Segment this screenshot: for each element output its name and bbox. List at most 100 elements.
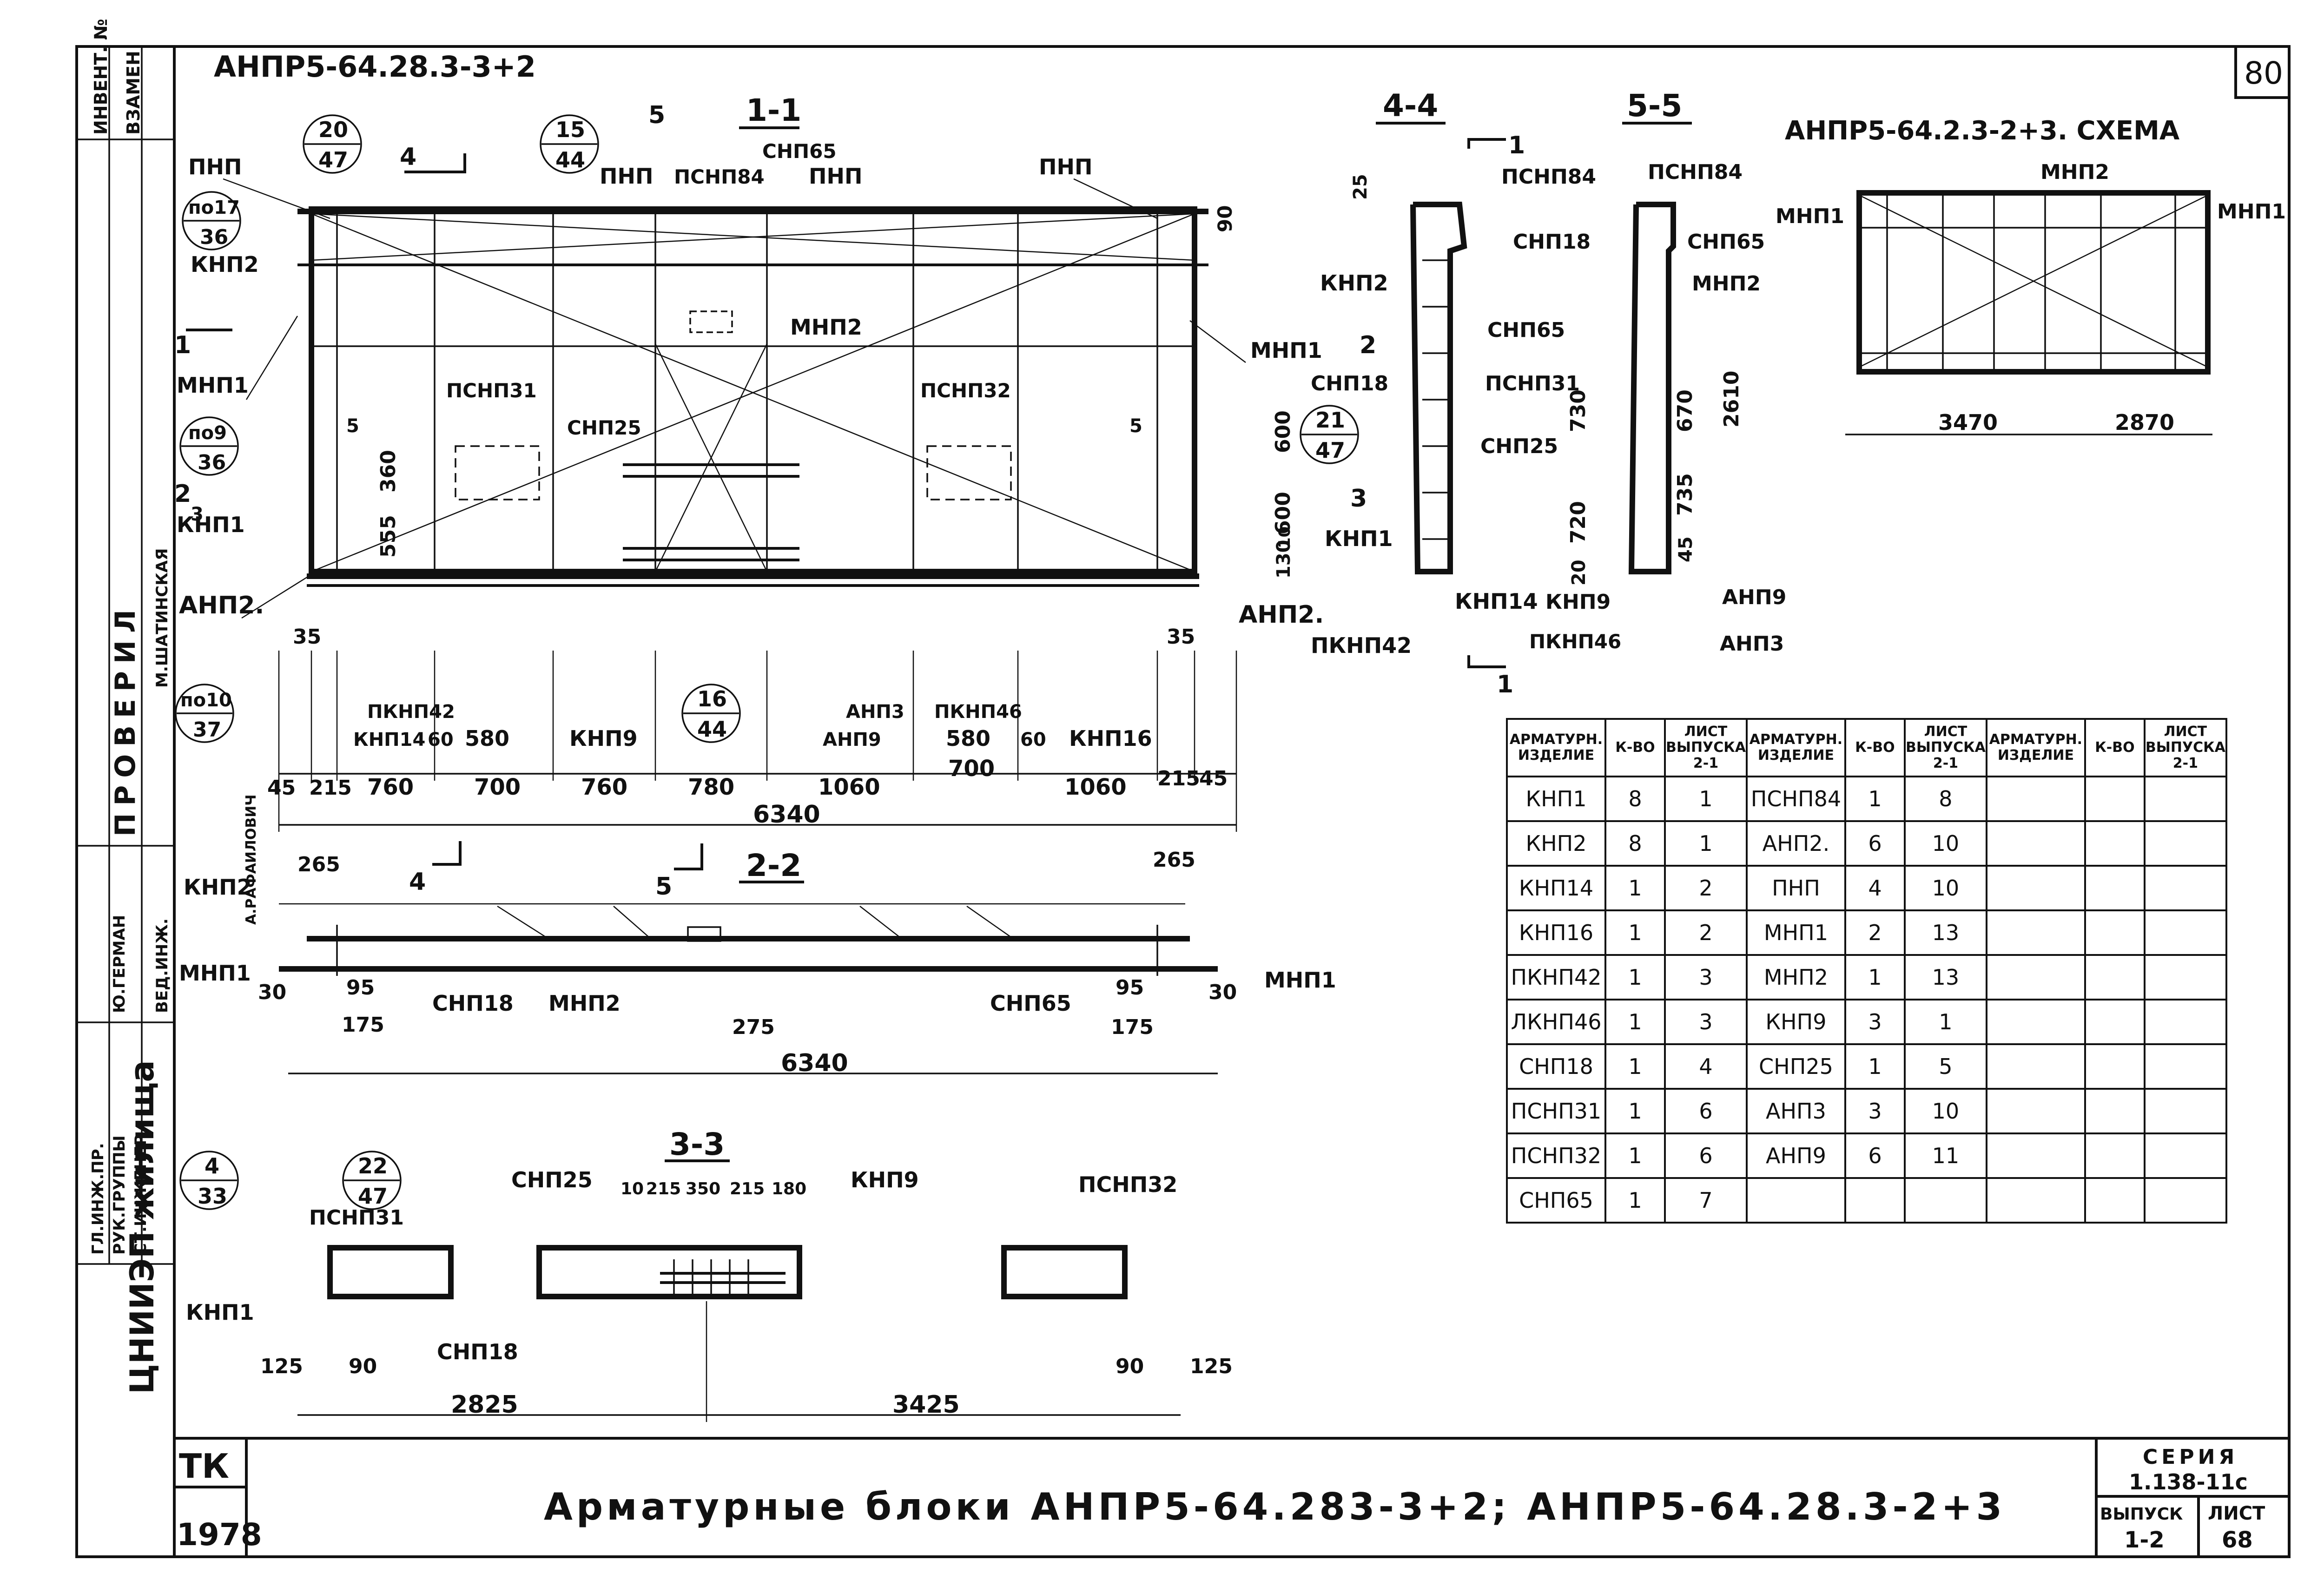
table-cell bbox=[1985, 1043, 2086, 1090]
dim-55-735: 735 bbox=[1673, 473, 1697, 516]
th-sheet-2: ЛИСТ ВЫПУСКА 2-1 bbox=[1903, 718, 1987, 777]
role-chief: ГЛ.ИНЖ.ПР. bbox=[89, 1143, 107, 1255]
dim-11-555: 555 bbox=[376, 515, 400, 558]
svg-text:5: 5 bbox=[655, 873, 672, 901]
table-cell bbox=[1985, 999, 2086, 1045]
label-11-mnp1-left: МНП1 bbox=[177, 373, 249, 398]
dim-55-720: 720 bbox=[1566, 501, 1590, 544]
table-cell: 3 bbox=[1844, 999, 1906, 1045]
table-cell: 10 bbox=[1903, 865, 1987, 911]
table-cell bbox=[2084, 1132, 2146, 1179]
dim-11-580b: 580 bbox=[946, 726, 990, 751]
dim-11-5a: 5 bbox=[346, 415, 359, 437]
table-cell bbox=[2143, 999, 2227, 1045]
scheme-view: АНПР5-64.2.3-2+3. СХЕМА МНП1 МНП2 МНП1 3… bbox=[1776, 116, 2286, 435]
sheet-label: ЛИСТ bbox=[2208, 1503, 2265, 1524]
name-rafailovich: А.РАФАИЛОВИЧ bbox=[243, 794, 259, 925]
callout-21-47: 21 47 bbox=[1300, 405, 1359, 464]
dim-44-10: 10 bbox=[1275, 527, 1294, 548]
table-cell bbox=[2143, 1043, 2227, 1090]
table-cell bbox=[2143, 1132, 2227, 1179]
label-11-psnp32: ПСНП32 bbox=[920, 379, 1011, 402]
table-cell bbox=[2143, 820, 2227, 867]
table-cell bbox=[2143, 865, 2227, 911]
org-name: ЦНИИЭП жилища bbox=[123, 1060, 161, 1394]
th-qty-1: К-ВО bbox=[1604, 718, 1666, 777]
svg-text:22: 22 bbox=[358, 1153, 388, 1178]
callout-15-44: 15 44 bbox=[540, 114, 599, 174]
table-cell: КНП9 bbox=[1745, 999, 1846, 1045]
label-55-anp9: АНП9 bbox=[1722, 586, 1786, 609]
dim-11-760b: 760 bbox=[581, 774, 627, 800]
dim-33-215a: 215 bbox=[646, 1179, 681, 1198]
table-cell bbox=[2084, 820, 2146, 867]
table-cell bbox=[1985, 909, 2086, 956]
th-item-1: АРМАТУРН. ИЗДЕЛИЕ bbox=[1506, 718, 1606, 777]
dim-11-760a: 760 bbox=[367, 774, 414, 800]
dim-11-90: 90 bbox=[1214, 205, 1236, 232]
table-cell: 1 bbox=[1903, 999, 1987, 1045]
svg-text:20: 20 bbox=[318, 117, 348, 142]
label-11-pknp46: ПКНП46 bbox=[934, 701, 1022, 723]
table-cell bbox=[2084, 999, 2146, 1045]
th-sheet-1: ЛИСТ ВЫПУСКА 2-1 bbox=[1664, 718, 1748, 777]
scheme-outline bbox=[1856, 190, 2211, 375]
table-cell: КНП2 bbox=[1506, 820, 1606, 867]
svg-text:37: 37 bbox=[193, 718, 221, 742]
table-cell: 1 bbox=[1604, 865, 1666, 911]
table-cell: 1 bbox=[1604, 954, 1666, 1001]
svg-text:по9: по9 bbox=[188, 422, 227, 444]
view-4-4: 4-4 ПСНП84 КНП2 СНП65 СНП18 ПСНП31 КНП1 … bbox=[1239, 88, 1596, 658]
dim-22-265b: 265 bbox=[1153, 848, 1195, 872]
svg-text:3: 3 bbox=[1350, 485, 1367, 513]
label-33-knp1: КНП1 bbox=[186, 1300, 254, 1325]
callout-20-47: 20 47 bbox=[303, 114, 362, 174]
dim-22-30b: 30 bbox=[1208, 981, 1237, 1004]
dim-11-45a: 45 bbox=[267, 776, 296, 800]
table-cell: 3 bbox=[1664, 954, 1748, 1001]
dim-11-35b: 35 bbox=[1167, 625, 1195, 649]
section-3-3-title: 3-3 bbox=[669, 1126, 725, 1162]
dim-11-215b: 215 bbox=[1157, 767, 1200, 790]
svg-text:47: 47 bbox=[318, 147, 348, 172]
table-cell: МНП1 bbox=[1745, 909, 1846, 956]
svg-text:44: 44 bbox=[697, 717, 727, 742]
table-cell bbox=[2084, 865, 2146, 911]
dim-11-45b: 45 bbox=[1199, 767, 1228, 790]
table-cell: АНП2. bbox=[1745, 820, 1846, 867]
dim-11-580a: 580 bbox=[465, 726, 509, 751]
svg-text:47: 47 bbox=[1315, 438, 1345, 463]
label-11-snp25: СНП25 bbox=[567, 416, 641, 439]
label-44-psnp84: ПСНП84 bbox=[1501, 165, 1596, 189]
dim-55-20: 20 bbox=[1568, 560, 1590, 586]
table-cell bbox=[1985, 1177, 2086, 1224]
dim-33-90a: 90 bbox=[349, 1355, 377, 1378]
table-cell: АНП9 bbox=[1745, 1132, 1846, 1179]
dim-11-360: 360 bbox=[376, 450, 400, 493]
dim-33-180: 180 bbox=[772, 1179, 806, 1198]
svg-text:3: 3 bbox=[191, 504, 204, 525]
label-11-knp14: КНП14 bbox=[353, 729, 425, 750]
dim-55-670: 670 bbox=[1673, 389, 1697, 432]
year-label: 1978 bbox=[177, 1517, 262, 1553]
svg-text:2: 2 bbox=[1360, 331, 1376, 359]
view-2-2: 2-2 КНП2 МНП1 МНП1 СНП18 МНП2 СНП65 265 … bbox=[179, 848, 1336, 1077]
dim-22-175b: 175 bbox=[1111, 1015, 1154, 1039]
table-cell bbox=[1985, 865, 2086, 911]
scheme-dim-2870: 2870 bbox=[2115, 410, 2174, 435]
specification-table: АРМАТУРН. ИЗДЕЛИЕ К-ВО ЛИСТ ВЫПУСКА 2-1 … bbox=[1506, 718, 2227, 1224]
section-5-5-title: 5-5 bbox=[1627, 88, 1682, 124]
svg-text:44: 44 bbox=[555, 147, 585, 172]
table-cell: ПНП bbox=[1745, 865, 1846, 911]
table-cell bbox=[1844, 1177, 1906, 1224]
dim-11-60b: 60 bbox=[1020, 729, 1046, 750]
svg-text:2: 2 bbox=[174, 480, 191, 508]
view33-block-mid bbox=[536, 1245, 802, 1299]
th-item-3: АРМАТУРН. ИЗДЕЛИЕ bbox=[1985, 718, 2086, 777]
table-cell bbox=[1903, 1177, 1987, 1224]
left-strip-text: ИНВЕНТ. № ВЗАМЕН ПРОВЕРИЛ ГЛ.ИНЖ.ПР. РУК… bbox=[77, 19, 259, 1394]
scheme-dim-3470: 3470 bbox=[1938, 410, 1998, 435]
